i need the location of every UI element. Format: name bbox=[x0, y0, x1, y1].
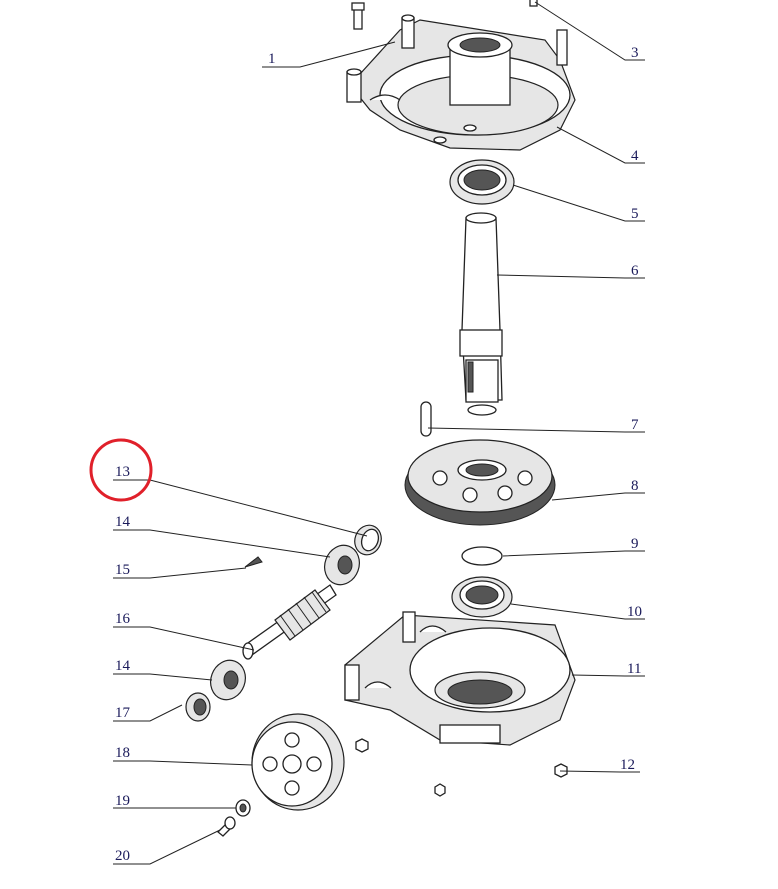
bolt-top bbox=[351, 2, 365, 30]
callout-14b: 14 bbox=[115, 658, 131, 674]
main-shaft-6 bbox=[459, 212, 503, 416]
key-15 bbox=[244, 556, 263, 568]
callout-16: 16 bbox=[115, 611, 131, 627]
bearing-14b bbox=[210, 659, 246, 701]
callout-7: 7 bbox=[631, 417, 639, 433]
upper-housing bbox=[346, 14, 576, 151]
callout-17: 17 bbox=[115, 705, 131, 721]
callout-10: 10 bbox=[627, 604, 642, 620]
callout-11: 11 bbox=[627, 661, 641, 677]
callout-6: 6 bbox=[631, 263, 639, 279]
leader-lines bbox=[113, 1, 645, 865]
callout-3: 3 bbox=[631, 45, 639, 61]
callout-14a: 14 bbox=[115, 514, 131, 530]
key-7 bbox=[420, 401, 432, 437]
callout-20: 20 bbox=[115, 848, 130, 864]
highlight-circle bbox=[89, 438, 153, 502]
bolt-20 bbox=[217, 816, 236, 837]
pulley-18 bbox=[251, 713, 345, 811]
callout-13: 13 bbox=[115, 464, 130, 480]
bearing-5 bbox=[449, 159, 515, 205]
callout-15: 15 bbox=[115, 562, 130, 578]
bolt-3 bbox=[529, 0, 538, 7]
seal-13 bbox=[354, 524, 382, 556]
lower-housing-11 bbox=[344, 611, 576, 746]
retaining-ring-9 bbox=[461, 546, 503, 566]
seal-17 bbox=[185, 692, 211, 722]
washer-19 bbox=[235, 799, 251, 817]
callout-19: 19 bbox=[115, 793, 130, 809]
callout-4: 4 bbox=[631, 148, 639, 164]
callout-5: 5 bbox=[631, 206, 639, 222]
worm-gear-8 bbox=[404, 439, 556, 526]
bearing-14a bbox=[324, 544, 360, 586]
callout-12: 12 bbox=[620, 757, 635, 773]
bearing-10 bbox=[451, 576, 513, 618]
callout-18: 18 bbox=[115, 745, 130, 761]
callout-1: 1 bbox=[268, 51, 276, 67]
callout-8: 8 bbox=[631, 478, 639, 494]
nut-12 bbox=[355, 738, 568, 797]
callout-9: 9 bbox=[631, 536, 639, 552]
worm-shaft-16 bbox=[242, 584, 337, 660]
